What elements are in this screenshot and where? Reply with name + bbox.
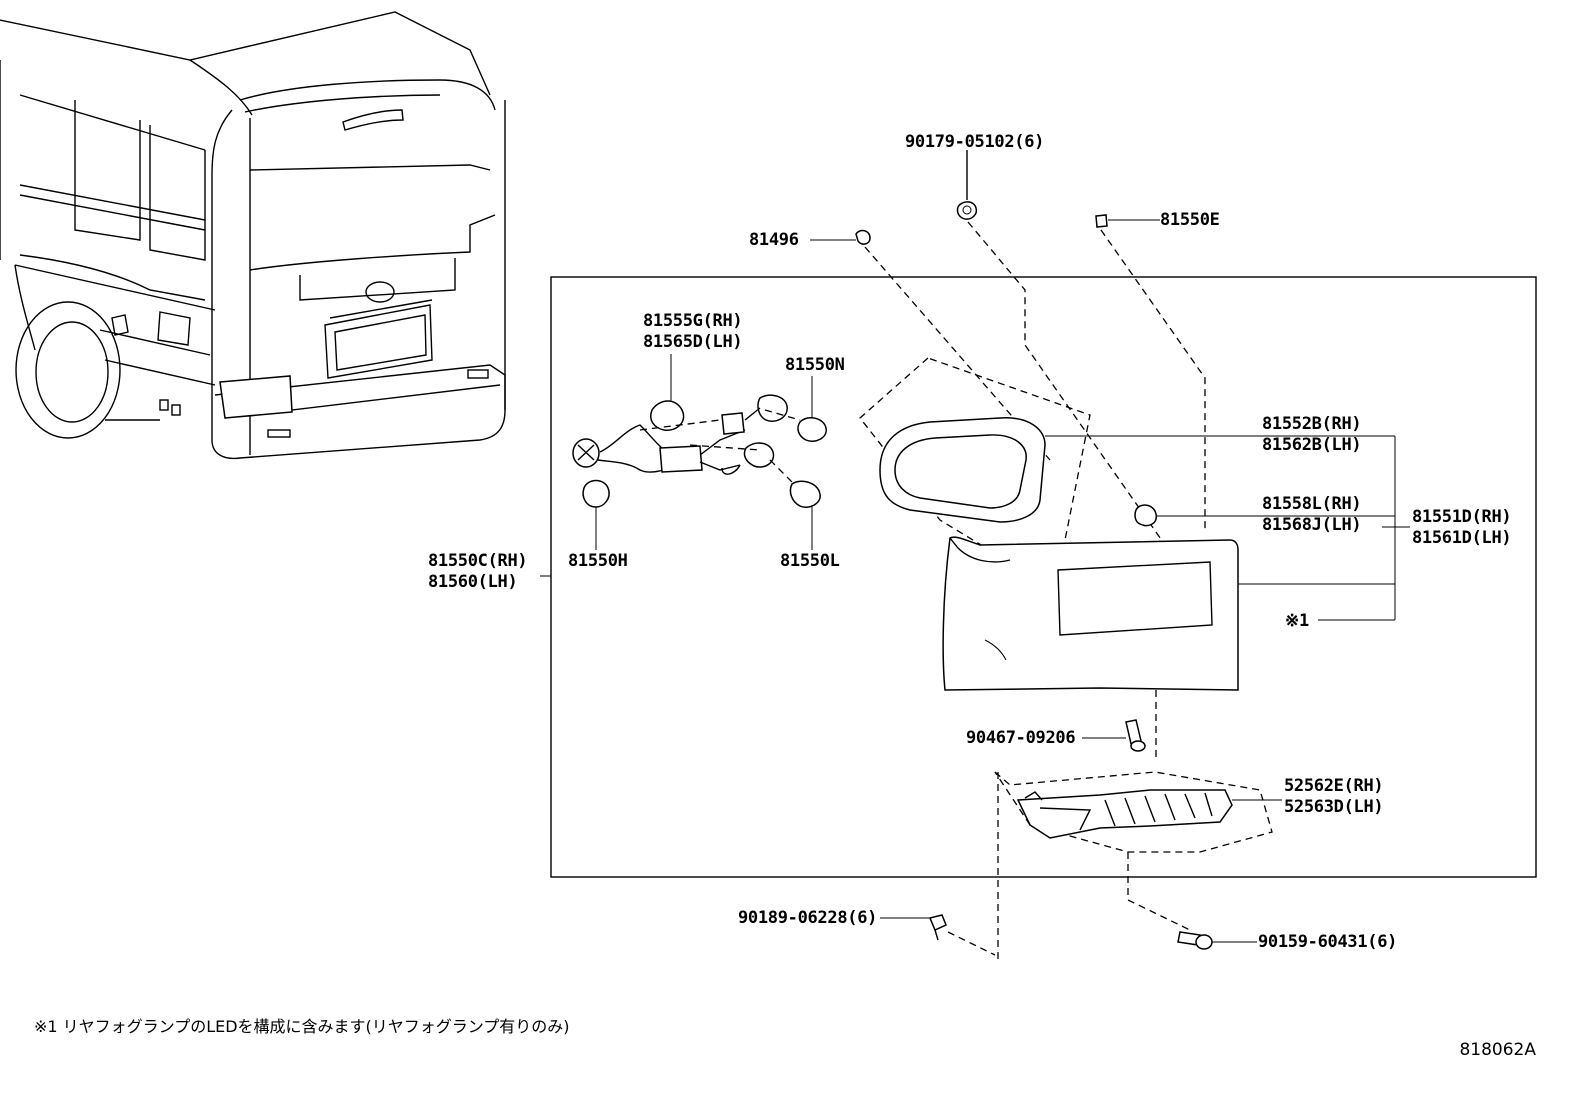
- gasket-81552B-icon: [879, 417, 1046, 523]
- label-ref1: ※1: [1285, 611, 1309, 631]
- bulb-81550N-icon: [797, 416, 827, 442]
- clip-81550E-icon: [1095, 214, 1108, 228]
- label-90159-60431: 90159-60431(6): [1258, 932, 1398, 952]
- vehicle-illustration: [0, 11, 506, 460]
- label-81565D: 81565D(LH): [643, 332, 743, 352]
- label-52562E: 52562E(RH): [1284, 776, 1384, 796]
- label-81561D: 81561D(LH): [1412, 528, 1512, 548]
- diagram-code: 818062A: [1459, 1040, 1536, 1060]
- led-81558L-icon: [1134, 504, 1157, 527]
- tail-lamp-lens-icon: [942, 536, 1239, 691]
- label-81551D: 81551D(RH): [1412, 507, 1512, 527]
- screw-90189-icon: [928, 914, 947, 941]
- label-90189-06228: 90189-06228(6): [738, 908, 878, 928]
- label-52563D: 52563D(LH): [1284, 797, 1384, 817]
- screw-90179-icon: [956, 201, 978, 220]
- label-90179-05102: 90179-05102(6): [905, 132, 1045, 152]
- label-81558L: 81558L(RH): [1262, 494, 1362, 514]
- label-81550C: 81550C(RH): [428, 551, 528, 571]
- label-81550H: 81550H: [568, 551, 628, 571]
- label-90467-09206: 90467-09206: [966, 728, 1076, 748]
- label-81555G: 81555G(RH): [643, 311, 743, 331]
- label-81550N: 81550N: [785, 355, 845, 375]
- bulb-81550L-icon: [789, 480, 821, 508]
- socket-harness-icon: [572, 394, 801, 486]
- bracket-52562E-icon: [994, 771, 1273, 853]
- label-81568J: 81568J(LH): [1262, 515, 1362, 535]
- bolt-90159-icon: [1177, 931, 1213, 950]
- screw-90467-icon: [1125, 719, 1146, 752]
- label-81550E: 81550E: [1160, 210, 1220, 230]
- bulb-81496-icon: [855, 229, 871, 245]
- footnote: ※1 リヤフォグランプのLEDを構成に含みます(リヤフォグランプ有りのみ): [34, 1017, 570, 1036]
- label-81550L: 81550L: [780, 551, 840, 571]
- label-81496: 81496: [749, 230, 799, 250]
- bulb-81550H-icon: [582, 479, 610, 508]
- label-81562B: 81562B(LH): [1262, 435, 1362, 455]
- assembly-boundary: [550, 276, 1537, 878]
- label-81560: 81560(LH): [428, 572, 518, 592]
- label-81552B: 81552B(RH): [1262, 414, 1362, 434]
